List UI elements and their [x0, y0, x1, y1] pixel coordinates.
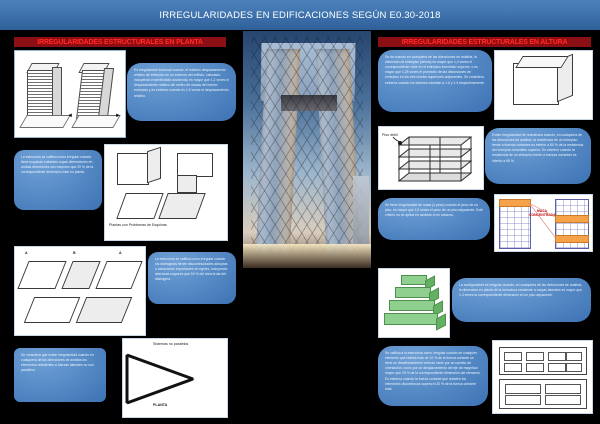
- callout-resistencia-text: Existe irregularidad de resistencia cuan…: [492, 133, 584, 163]
- panel-geometrica-diagram: [378, 268, 450, 338]
- callout-discontinuidad-text: Se califica a la estructura como irregul…: [385, 351, 481, 391]
- panel-resistencia-frame: Piso débil: [378, 126, 484, 190]
- step-level-1: [401, 275, 427, 285]
- shape-box-a-side: [147, 146, 161, 184]
- step-level-4: [384, 313, 438, 325]
- mass-highlight-right-lower: [555, 235, 589, 243]
- callout-geometrica-text: La configuración es irregular cuando, en…: [459, 283, 583, 298]
- plan-slab-4: [23, 297, 81, 323]
- label-piso-debil: Piso débil: [382, 133, 398, 137]
- callout-resistencia: Existe irregularidad de resistencia cuan…: [485, 128, 591, 184]
- shape-box-a: [117, 153, 149, 185]
- mass-highlight-left: [499, 199, 531, 207]
- plan-slab-5: [75, 297, 133, 323]
- callout-diafragma-text: La estructura se califica como irregular…: [155, 257, 228, 282]
- panel-diafragma-diagram: A B A: [14, 246, 146, 336]
- callout-geometrica: La configuración es irregular cuando, en…: [452, 278, 591, 322]
- triangle-plan-svg: [125, 353, 195, 405]
- callout-masa-text: Se tiene irregularidad de masa (o peso) …: [385, 203, 483, 218]
- callout-torsion: Es irregularidad torsional cuando, el má…: [127, 63, 236, 121]
- callout-esquinas-text: La estructura se califica como irregular…: [21, 155, 94, 175]
- torsion-arrow-left: ◄: [67, 113, 73, 119]
- panel-esquinas-diagram: Plantas con Problemas de Esquinas: [104, 144, 228, 241]
- cube-top-face: [515, 56, 569, 68]
- mass-grid-left: [499, 199, 531, 249]
- callout-diafragma: La estructura se califica como irregular…: [148, 252, 236, 304]
- callout-rigidez: Se da cuando en cualquiera de las direcc…: [378, 50, 492, 112]
- shape-plan-l-1: [116, 193, 164, 219]
- shape-box-b-notch: [177, 175, 197, 193]
- section-banner-planta-label: IRREGULARIDADES ESTRUCTURALES EN PLANTA: [37, 38, 203, 46]
- panel-masa-diagram: MASA CONCENTRADA: [494, 194, 593, 252]
- poster-header: IRREGULARIDADES EN EDIFICACIONES SEGÚN E…: [0, 0, 600, 30]
- mass-leader-lines: [528, 202, 556, 238]
- shape-box-b: [177, 153, 213, 177]
- facade-upper: [499, 347, 587, 375]
- label-diafragma-a2: A: [119, 251, 122, 255]
- facade-lower: [499, 379, 587, 409]
- label-diafragma-b: B: [73, 251, 76, 255]
- tower-diagrid-mesh: [251, 37, 363, 255]
- panel-no-paralelos-diagram: Sistemas no paralelos PLANTA: [122, 338, 228, 418]
- step-level-3: [389, 300, 435, 311]
- tower-overhang: [281, 95, 337, 111]
- label-diafragma-a1: A: [25, 251, 28, 255]
- label-sistemas-no-paralelos: Sistemas no paralelos: [153, 342, 189, 346]
- torsion-arrow-right: ►: [115, 113, 121, 119]
- panel-torsion-diagram: ◄ ►: [14, 50, 126, 138]
- frame-diagram-svg: [392, 136, 473, 182]
- mass-highlight-right-upper: [555, 215, 589, 223]
- panel-discontinuidad-diagram: [492, 340, 593, 414]
- cube-front-face: [513, 63, 559, 105]
- callout-no-paralelos-text: Se considera que existe irregularidad cu…: [21, 353, 94, 373]
- background-building: [353, 176, 369, 246]
- step-level-2: [395, 287, 431, 298]
- tower-torsion-sketch: ◄ ►: [67, 63, 121, 129]
- plan-slab-2: [61, 261, 101, 289]
- cctv-tower-photo: [243, 31, 371, 268]
- caption-esquinas: Plantas con Problemas de Esquinas: [109, 223, 167, 227]
- callout-discontinuidad: Se califica a la estructura como irregul…: [378, 346, 488, 406]
- shape-plan-l-2: [158, 193, 206, 219]
- page-title: IRREGULARIDADES EN EDIFICACIONES SEGÚN E…: [159, 9, 441, 21]
- ground-glow: [243, 244, 371, 268]
- callout-masa: Se tiene irregularidad de masa (o peso) …: [378, 198, 490, 240]
- callout-torsion-text: Es irregularidad torsional cuando, el má…: [134, 68, 229, 98]
- section-banner-altura: IRREGULARIDADES ESTRUCTURALES EN ALTURA: [378, 37, 591, 47]
- plan-slab-3: [95, 261, 143, 289]
- plan-slab-1: [17, 261, 67, 289]
- tower-illustration: [251, 37, 363, 255]
- callout-no-paralelos: Se considera que existe irregularidad cu…: [14, 348, 106, 402]
- section-banner-altura-label: IRREGULARIDADES ESTRUCTURALES EN ALTURA: [401, 38, 568, 46]
- section-banner-planta: IRREGULARIDADES ESTRUCTURALES EN PLANTA: [14, 37, 226, 47]
- panel-rigidez-cube: [494, 50, 593, 120]
- callout-rigidez-text: Se da cuando en cualquiera de las direcc…: [385, 55, 485, 85]
- caption-planta: PLANTA: [153, 403, 168, 407]
- callout-esquinas: La estructura se califica como irregular…: [14, 150, 102, 210]
- label-masa-concentrada: MASA CONCENTRADA: [529, 209, 556, 218]
- tower-regular-sketch: [19, 63, 71, 129]
